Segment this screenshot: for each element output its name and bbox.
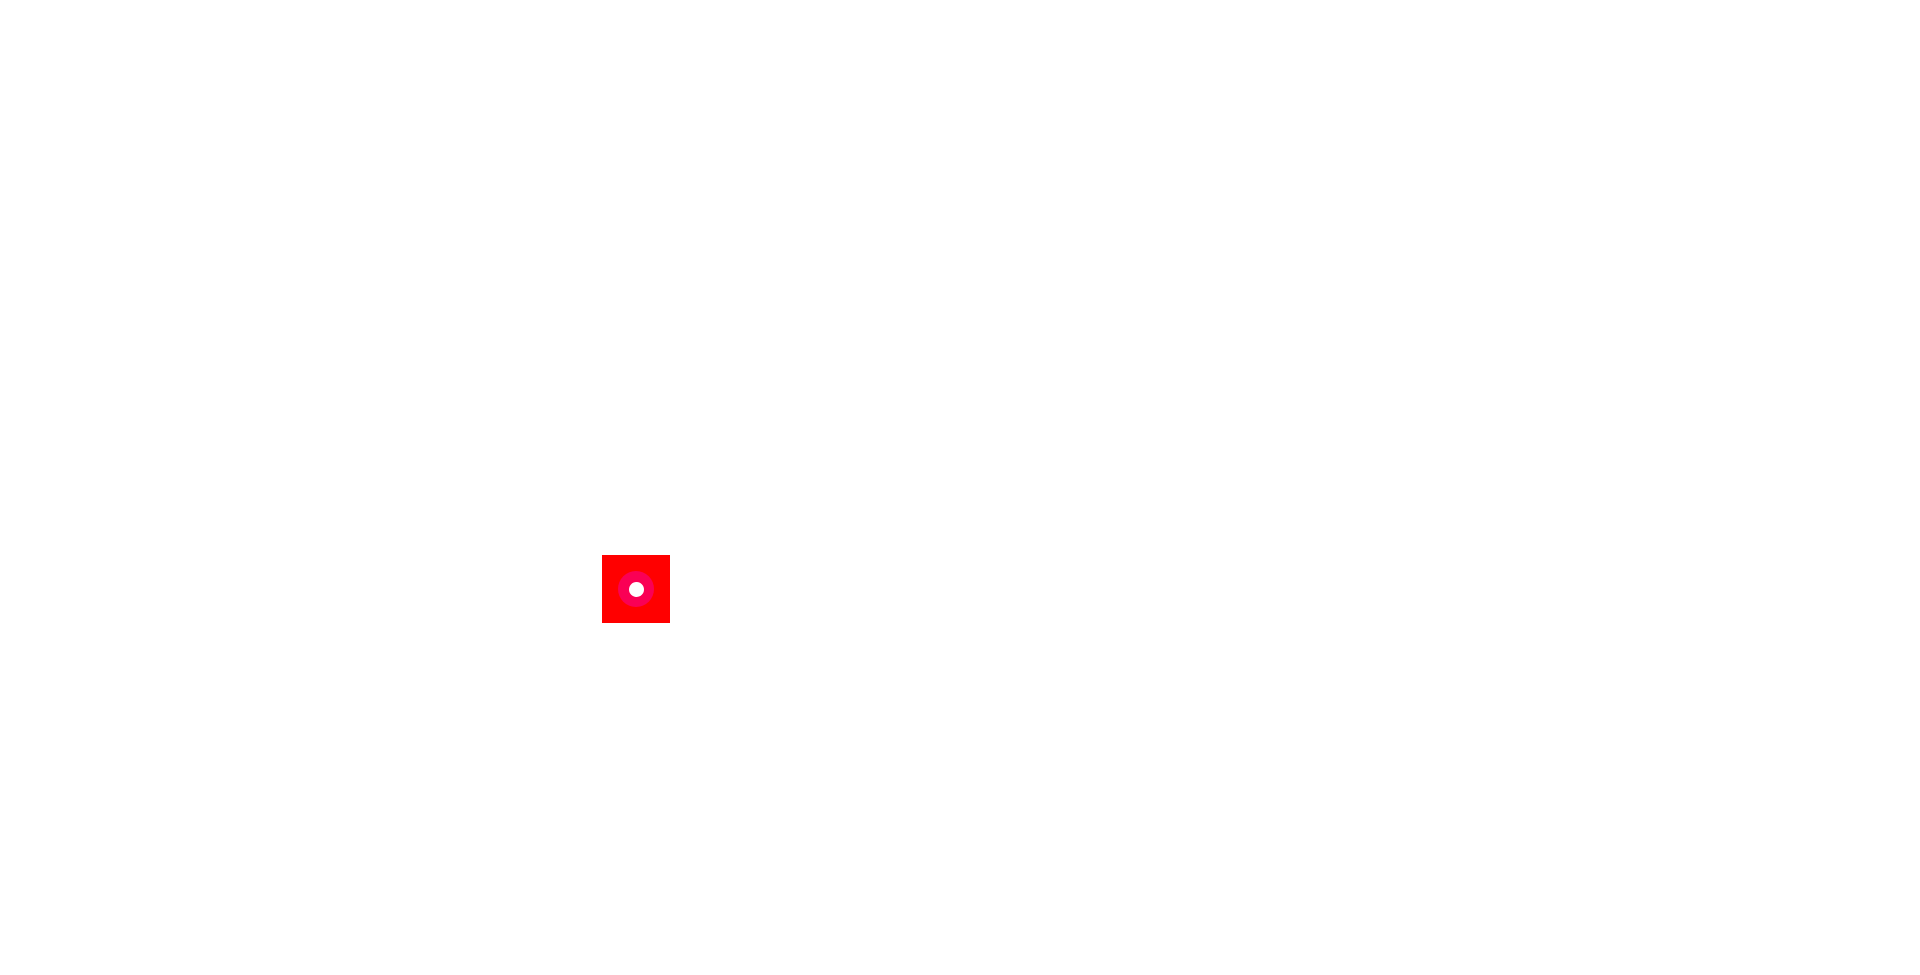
marker-dot-icon	[628, 581, 644, 597]
marker-ring	[618, 571, 654, 607]
click-marker[interactable]	[602, 555, 670, 623]
